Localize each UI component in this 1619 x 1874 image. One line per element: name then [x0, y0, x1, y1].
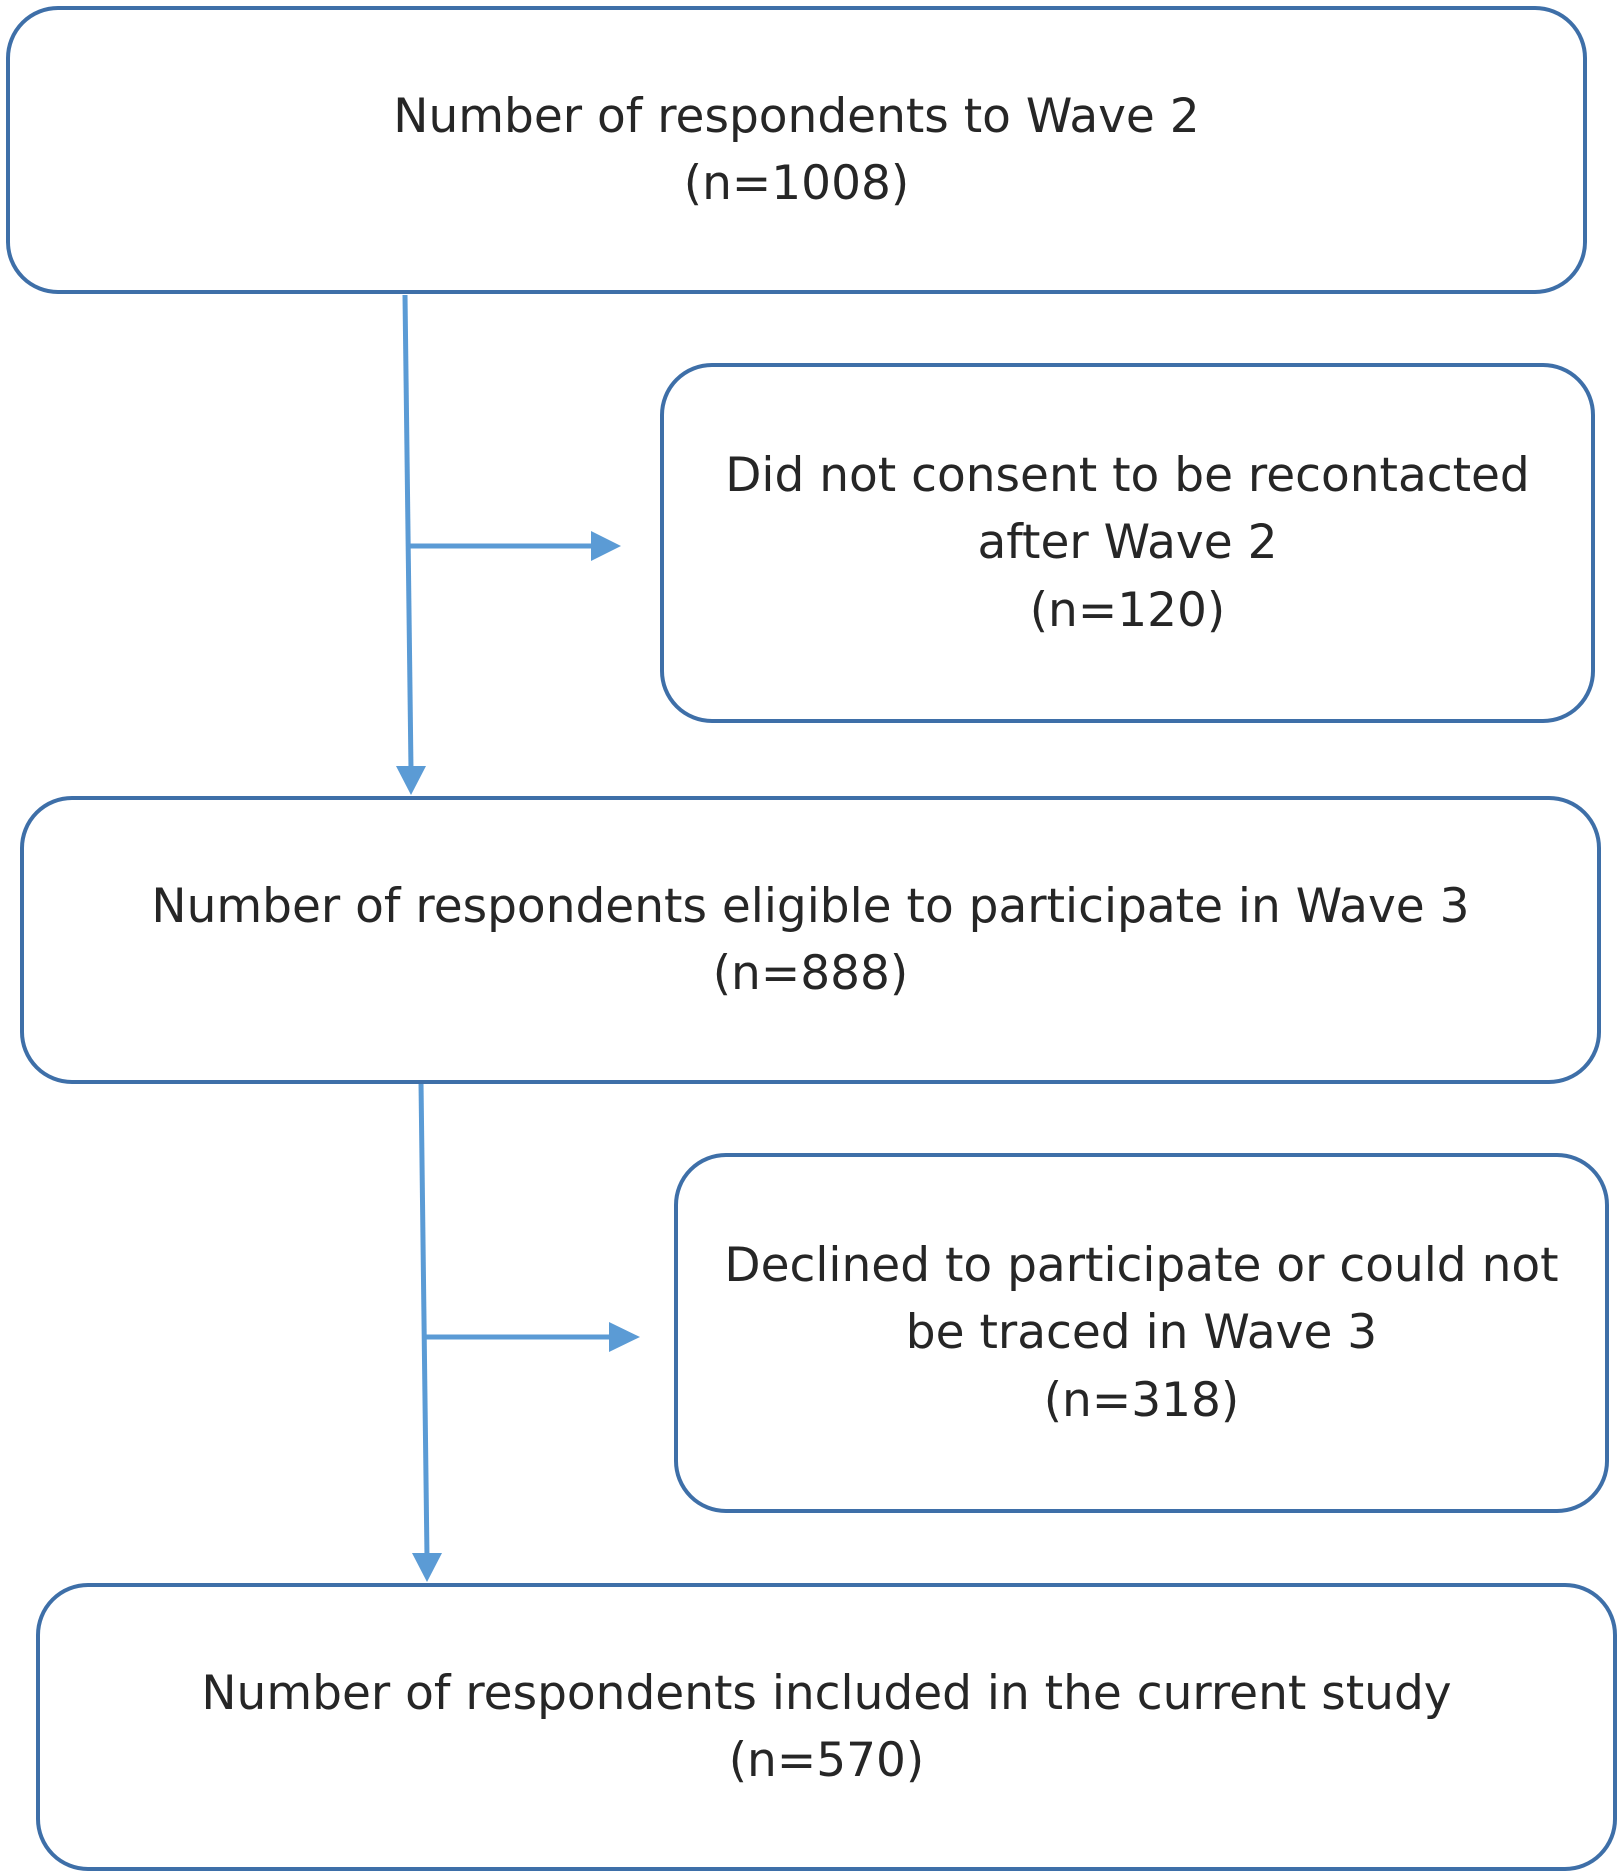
box-title: Number of respondents eligible to partic…: [151, 878, 1470, 934]
main-arrow-2-shaft: [418, 1081, 430, 1559]
side-arrow-2-head: [609, 1322, 640, 1352]
no-consent-box: Did not consent to be recontacted after …: [660, 363, 1595, 723]
box-count: (n=120): [1029, 582, 1226, 638]
box-count: (n=570): [728, 1733, 925, 1788]
eligible-respondents-box: Number of respondents eligible to partic…: [20, 796, 1601, 1084]
box-title: Number of respondents included in the cu…: [201, 1665, 1452, 1721]
box-line-2: after Wave 2: [977, 515, 1278, 571]
declined-box: Declined to participate or could not be …: [674, 1153, 1609, 1513]
main-arrow-2-head: [412, 1553, 442, 1582]
box-line-1: Declined to participate or could not: [724, 1238, 1559, 1294]
included-respondents-box: Number of respondents included in the cu…: [36, 1583, 1617, 1871]
box-title: Number of respondents to Wave 2: [393, 88, 1200, 144]
box-count: (n=1008): [683, 156, 910, 211]
box-count: (n=318): [1043, 1372, 1240, 1428]
main-arrow-1-shaft: [402, 294, 414, 771]
side-arrow-1-head: [591, 531, 621, 561]
box-count: (n=888): [712, 946, 909, 1001]
box-line-2: be traced in Wave 3: [905, 1305, 1378, 1361]
main-arrow-1-head: [396, 766, 426, 795]
box-line-1: Did not consent to be recontacted: [725, 448, 1530, 504]
wave2-respondents-box: Number of respondents to Wave 2 (n=1008): [6, 6, 1587, 294]
